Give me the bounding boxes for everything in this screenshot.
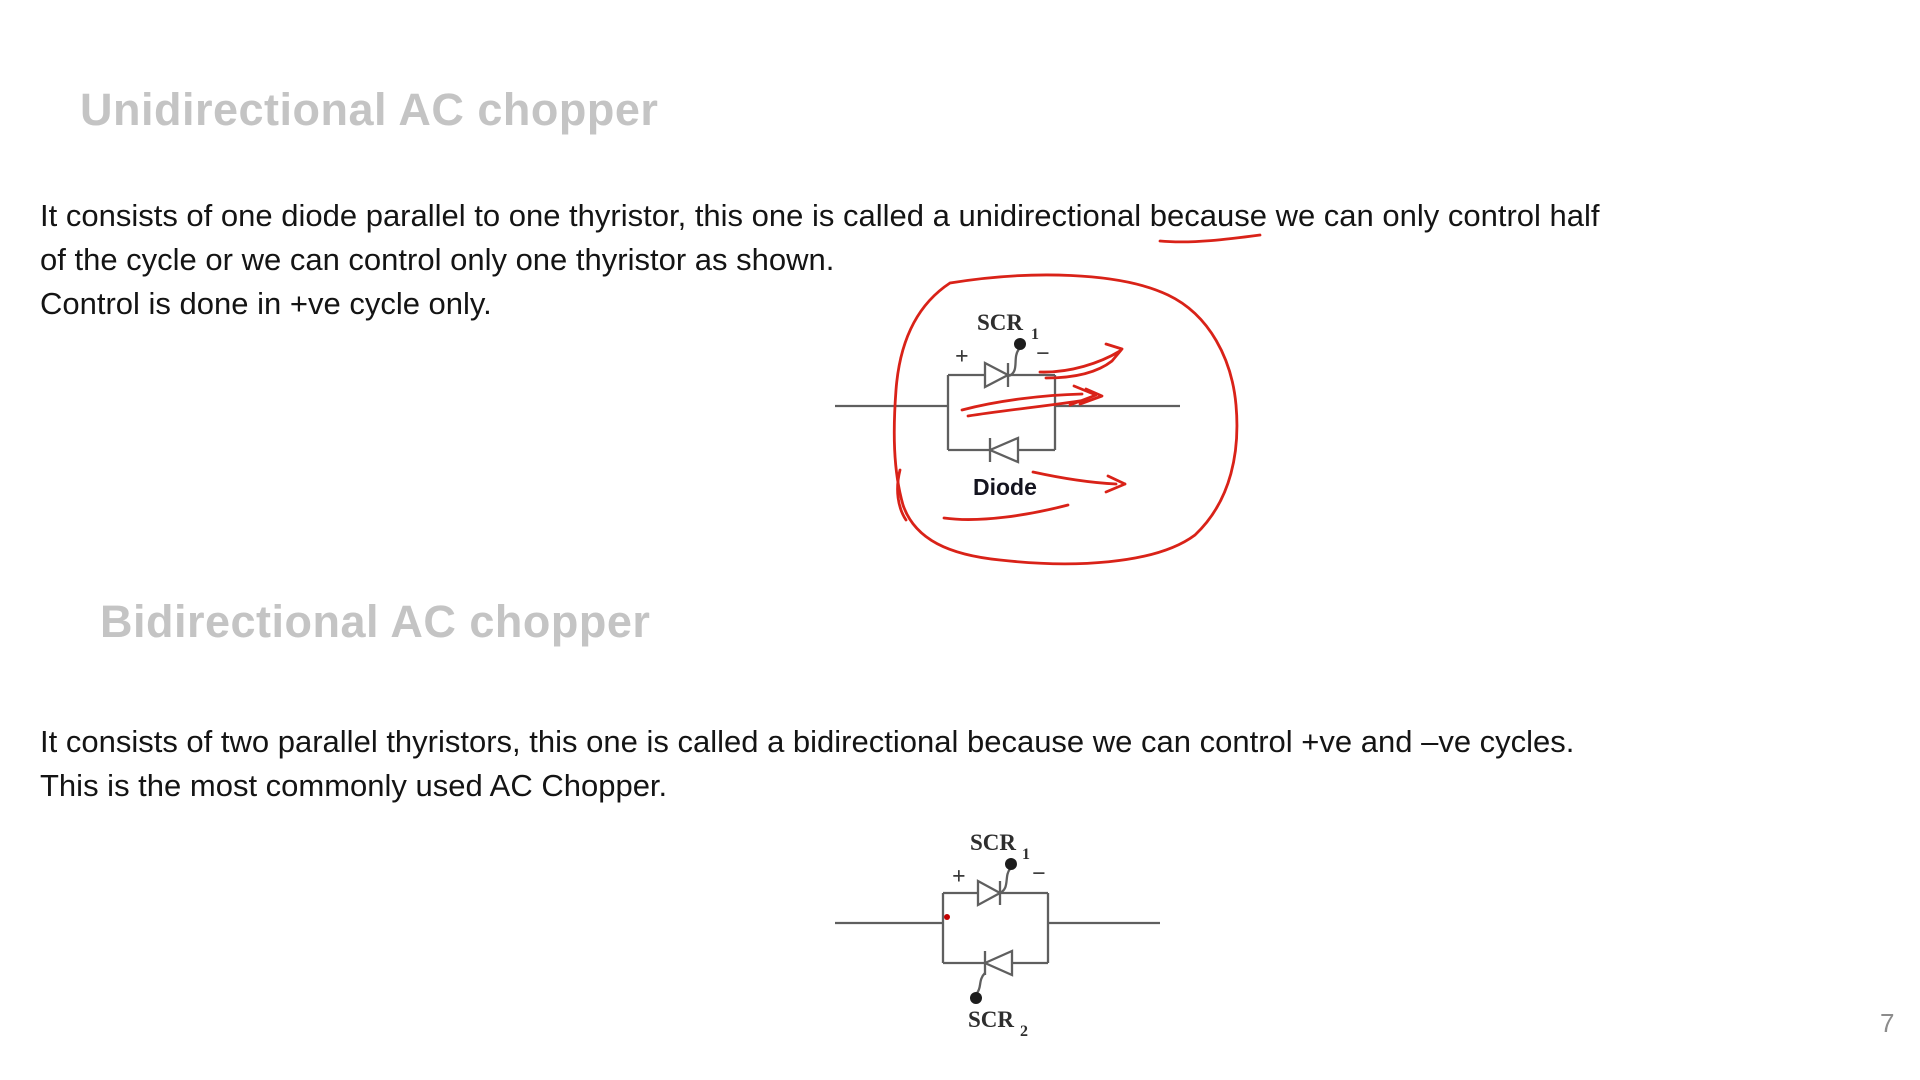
scr1-subscript: 1 bbox=[1031, 326, 1039, 343]
paragraph-line: Control is done in +ve cycle only. bbox=[40, 286, 492, 321]
red-double-arrow-middle bbox=[960, 384, 1104, 418]
diode-triangle bbox=[987, 436, 1020, 464]
plus-sign: + bbox=[952, 864, 966, 890]
diode-label: Diode bbox=[973, 474, 1037, 500]
thyristor-gate-lead bbox=[1008, 348, 1020, 378]
scr2-subscript: 2 bbox=[1020, 1023, 1028, 1040]
paragraph-bidirectional: It consists of two parallel thyristors, … bbox=[40, 720, 1574, 808]
scr2-triangle bbox=[982, 949, 1014, 977]
heading-bidirectional-ac-chopper: Bidirectional AC chopper bbox=[100, 596, 651, 647]
paragraph-line: of the cycle or we can control only one … bbox=[40, 242, 835, 277]
scr1-gate-lead bbox=[999, 868, 1011, 895]
scr1-triangle bbox=[976, 879, 1003, 907]
heading-unidirectional-ac-chopper: Unidirectional AC chopper bbox=[80, 84, 659, 135]
scr2-gate-terminal-dot bbox=[970, 992, 982, 1004]
paragraph-unidirectional: It consists of one diode parallel to one… bbox=[40, 194, 1600, 326]
scr1-label: SCR bbox=[970, 830, 1016, 855]
paragraph-line: This is the most commonly used AC Choppe… bbox=[40, 768, 668, 803]
circuit-diagram-unidirectional: SCR 1 + − Diode bbox=[835, 233, 1262, 566]
scr2-gate-lead bbox=[976, 972, 986, 994]
red-arrow-top-right bbox=[1038, 342, 1124, 380]
red-underline-unidirectional-word bbox=[1158, 233, 1262, 244]
red-arrow-right-of-diode bbox=[1031, 470, 1127, 494]
minus-sign: − bbox=[1032, 861, 1046, 887]
minus-sign: − bbox=[1036, 341, 1050, 367]
scr1-subscript: 1 bbox=[1022, 846, 1030, 863]
page-number: 7 bbox=[1880, 1008, 1895, 1038]
red-underline-diode bbox=[942, 503, 1070, 521]
plus-sign: + bbox=[955, 344, 969, 370]
red-dot-mark bbox=[944, 914, 950, 920]
scr2-label: SCR bbox=[968, 1007, 1014, 1032]
red-circle-tail-stroke bbox=[896, 468, 908, 522]
red-circle-annotation bbox=[892, 273, 1239, 566]
gate-terminal-dot bbox=[1014, 338, 1026, 350]
circuit-diagram-bidirectional: SCR 1 + − SCR 2 bbox=[835, 830, 1160, 1040]
thyristor-triangle bbox=[983, 361, 1011, 389]
paragraph-line: It consists of two parallel thyristors, … bbox=[40, 724, 1575, 759]
paragraph-line: It consists of one diode parallel to one… bbox=[40, 198, 1600, 233]
scr1-label: SCR bbox=[977, 310, 1023, 335]
scr1-gate-terminal-dot bbox=[1005, 858, 1017, 870]
